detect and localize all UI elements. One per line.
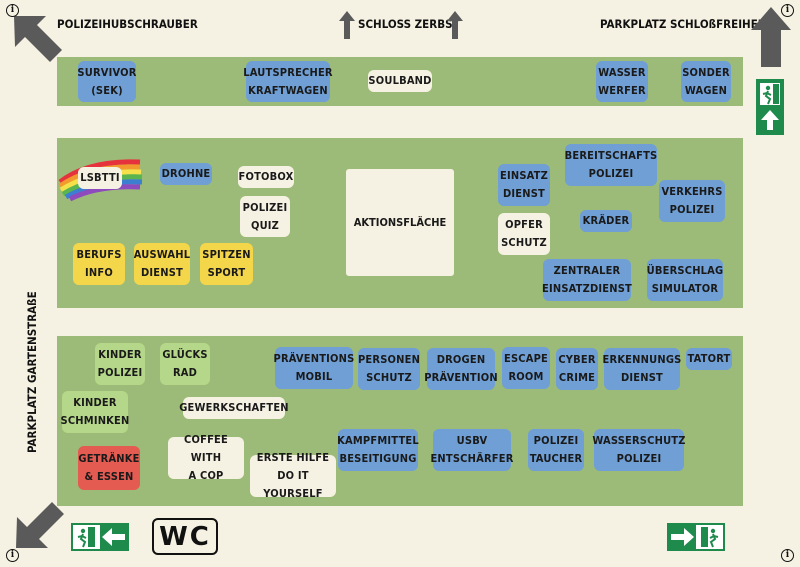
stand-zentraler-einsatzdienst[interactable]: ZENTRALER EINSATZDIENST	[542, 259, 632, 301]
stand-gluecksrad[interactable]: GLÜCKS RAD	[160, 343, 210, 385]
header-polizeihubschrauber: POLIZEIHUBSCHRAUBER	[57, 17, 198, 31]
stand-kinderschminken[interactable]: KINDER SCHMINKEN	[61, 391, 129, 433]
wc-icon: WC	[152, 518, 218, 555]
stand-ueberschlagsimulator[interactable]: ÜBERSCHLAG SIMULATOR	[647, 259, 723, 301]
emergency-exit-icon	[756, 79, 784, 135]
stand-wasserwerfer[interactable]: WASSER WERFER	[596, 61, 648, 102]
stand-einsatzdienst[interactable]: EINSATZ DIENST	[498, 164, 550, 206]
stand-bereitschaftspolizei[interactable]: BEREITSCHAFTS POLIZEI	[565, 144, 657, 186]
stand-escape-room[interactable]: ESCAPE ROOM	[502, 347, 550, 389]
stand-verkehrspolizei[interactable]: VERKEHRS POLIZEI	[659, 180, 725, 222]
stand-auswahldienst[interactable]: AUSWAHL DIENST	[134, 243, 190, 285]
stand-spitzensport[interactable]: SPITZEN SPORT	[200, 243, 253, 285]
stand-gewerkschaften[interactable]: GEWERKSCHAFTEN	[179, 397, 289, 419]
emergency-exit-icon	[667, 523, 725, 551]
info-icon[interactable]: i	[6, 4, 19, 17]
stand-fotobox[interactable]: FOTOBOX	[238, 166, 294, 188]
stand-survivor-sek[interactable]: SURVIVOR (SEK)	[77, 61, 136, 102]
stand-praeventionsmobil[interactable]: PRÄVENTIONS MOBIL	[274, 347, 354, 389]
info-icon[interactable]: i	[6, 549, 19, 562]
arrow-down-left-icon	[16, 502, 64, 548]
arrow-up-icon	[447, 11, 463, 39]
header-parkplatz-schlossfreiheit: PARKPLATZ SCHLOßFREIHEIT	[600, 17, 769, 31]
stand-opferschutz[interactable]: OPFER SCHUTZ	[498, 213, 550, 255]
stand-berufsinfo[interactable]: BERUFS INFO	[73, 243, 125, 285]
aktionsflaeche[interactable]: AKTIONSFLÄCHE	[346, 169, 454, 276]
stand-cybercrime[interactable]: CYBER CRIME	[556, 348, 598, 390]
arrow-up-left-icon	[14, 16, 62, 62]
stand-lsbtti[interactable]: LSBTTI	[78, 167, 122, 189]
header-parkplatz-gartenstrasse: PARKPLATZ GARTENSTRAßE	[25, 291, 39, 453]
stand-kinderpolizei[interactable]: KINDER POLIZEI	[95, 343, 145, 385]
header-schloss-zerbst: SCHLOSS ZERBST	[358, 17, 460, 31]
stand-drohne[interactable]: DROHNE	[160, 163, 212, 185]
info-icon[interactable]: i	[781, 549, 794, 562]
stand-wasserschutzpolizei[interactable]: WASSERSCHUTZ POLIZEI	[592, 429, 685, 471]
stand-personenschutz[interactable]: PERSONEN SCHUTZ	[358, 348, 420, 390]
stand-soulband[interactable]: SOULBAND	[368, 70, 432, 92]
stand-kraeder[interactable]: KRÄDER	[580, 210, 632, 232]
arrow-up-icon	[339, 11, 355, 39]
info-icon[interactable]: i	[781, 4, 794, 17]
stand-polizeitaucher[interactable]: POLIZEI TAUCHER	[528, 429, 584, 471]
stand-usbv-entschaerfer[interactable]: USBV ENTSCHÄRFER	[430, 429, 513, 471]
stand-coffee-with-a-cop[interactable]: COFFEE WITH A COP	[168, 433, 244, 482]
stand-getraenke-essen[interactable]: GETRÄNKE & ESSEN	[78, 446, 140, 490]
stand-polizei-quiz[interactable]: POLIZEI QUIZ	[240, 196, 290, 237]
stand-lautsprecherkraftwagen[interactable]: LAUTSPRECHER KRAFTWAGEN	[243, 61, 333, 102]
stand-drogenpraevention[interactable]: DROGEN PRÄVENTION	[424, 348, 498, 390]
stand-erste-hilfe[interactable]: ERSTE HILFE DO IT YOURSELF	[250, 451, 336, 500]
stand-tatort[interactable]: TATORT	[686, 348, 732, 370]
stand-erkennungsdienst[interactable]: ERKENNUNGS DIENST	[603, 348, 681, 390]
arrow-up-icon	[751, 7, 791, 67]
stand-kampfmittelbeseitigung[interactable]: KAMPFMITTEL BESEITIGUNG	[337, 429, 419, 471]
stand-sonderwagen[interactable]: SONDER WAGEN	[681, 61, 731, 102]
emergency-exit-icon	[71, 523, 129, 551]
